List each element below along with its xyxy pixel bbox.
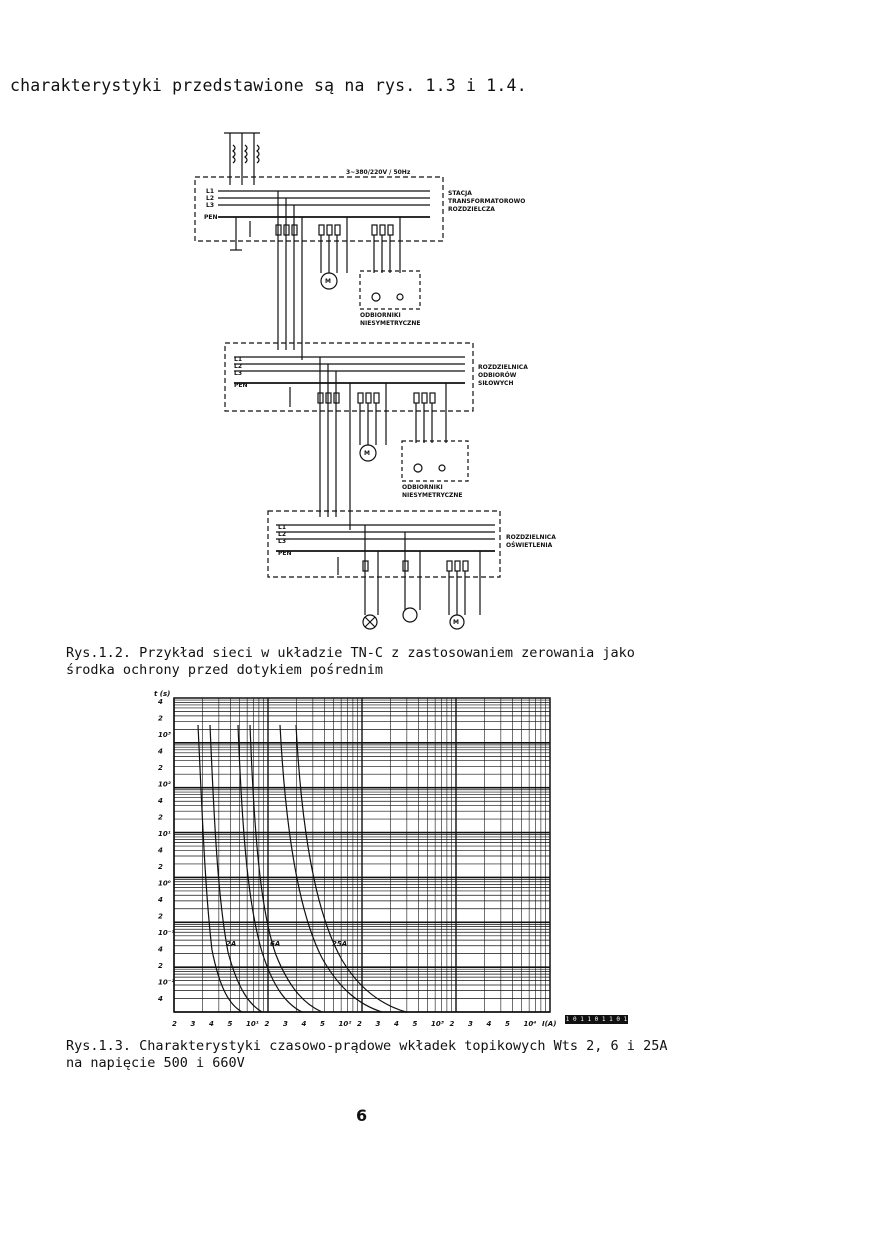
x-tick-label: 2: [357, 1020, 362, 1028]
y-tick-label: 2: [158, 764, 163, 772]
power-board-label-2: ODBIORÓW: [478, 372, 517, 379]
figure1-caption: Rys.1.2. Przykład sieci w układzie TN-C …: [66, 645, 635, 679]
fuse-curve: [249, 724, 323, 1013]
x-tick-label: 3: [191, 1020, 196, 1028]
bus-label-l2: L2: [206, 195, 214, 202]
power-board-label-3: SIŁOWYCH: [478, 380, 513, 387]
y-tick-label: 4: [158, 797, 163, 805]
page-number: 6: [356, 1106, 368, 1125]
y-tick-label: 10⁻²: [158, 979, 175, 987]
y-tick-label: 4: [158, 896, 163, 904]
y-tick-label: 4: [158, 847, 163, 855]
x-tick-label: 2: [450, 1020, 455, 1028]
time-current-chart: 4 2 10³ 4 2 10² 4 2 10¹ 4 2 10⁰ 4 2 10⁻¹ 4 2 10⁻² 4 2 3 4 5 10¹…: [154, 690, 556, 1028]
bus2-label-l3: L3: [234, 370, 242, 377]
intro-text: charakterystyki przedstawione są na rys.…: [10, 76, 527, 95]
bus-label-l1: L1: [206, 188, 214, 195]
y-tick-label: 2: [158, 962, 163, 970]
station-label-2: TRANSFORMATOROWO: [448, 198, 525, 205]
asym-label-2a: ODBIORNIKI: [402, 484, 443, 491]
figure2-caption: Rys.1.3. Charakterystyki czasowo-prądowe…: [66, 1038, 667, 1072]
y-tick-label: 2: [158, 715, 163, 723]
y-tick-label: 4: [158, 995, 163, 1003]
station-label-3: ROZDZIELCZA: [448, 206, 495, 213]
x-tick-label: 3: [376, 1020, 381, 1028]
bus3-label-l2: L2: [278, 531, 286, 538]
fuse-curve: [295, 724, 407, 1013]
figure1-caption-line1: Rys.1.2. Przykład sieci w układzie TN-C …: [66, 645, 635, 661]
motor-label-2: M: [364, 450, 370, 457]
station-label-1: STACJA: [448, 190, 472, 197]
asym-label-2b: NIESYMETRYCZNE: [402, 492, 462, 499]
y-tick-label: 10³: [158, 731, 171, 739]
curve-label: 6A: [270, 940, 280, 948]
x-tick-label: 2: [172, 1020, 177, 1028]
y-tick-label: 2: [158, 913, 163, 921]
y-tick-label: 10⁻¹: [158, 929, 175, 937]
x-tick-label: 10⁴: [524, 1020, 537, 1028]
x-tick-label: 4: [209, 1020, 214, 1028]
x-tick-label: 5: [413, 1020, 418, 1028]
y-tick-label: 10¹: [158, 830, 171, 838]
bus-label-l3: L3: [206, 202, 214, 209]
y-tick-label: 4: [158, 698, 163, 706]
light-board-label-1: ROZDZIELNICA: [506, 534, 556, 541]
bus2-label-l1: L1: [234, 356, 242, 363]
x-tick-label: 10²: [339, 1020, 353, 1028]
light-board-label-2: OŚWIETLENIA: [506, 542, 553, 549]
y-tick-label: 10²: [158, 781, 172, 789]
curve-label: 25A: [332, 940, 347, 948]
x-tick-label: 3: [468, 1020, 473, 1028]
x-tick-label: 4: [394, 1020, 399, 1028]
x-tick-label: 4: [302, 1020, 307, 1028]
x-tick-label: I(A): [542, 1020, 556, 1028]
motor-label-1: M: [325, 278, 331, 285]
asym-label-1b: NIESYMETRYCZNE: [360, 320, 420, 327]
bus3-label-l1: L1: [278, 524, 286, 531]
y-unit-label: t (s): [154, 690, 170, 698]
x-tick-label: 5: [228, 1020, 233, 1028]
x-tick-label: 5: [320, 1020, 325, 1028]
y-tick-label: 4: [158, 946, 163, 954]
bus3-label-l3: L3: [278, 538, 286, 545]
fuse-curve: [279, 724, 383, 1013]
y-tick-label: 4: [158, 748, 163, 756]
x-tick-label: 5: [505, 1020, 510, 1028]
fuse-curve: [197, 724, 243, 1013]
bus3-label-pen: PEN: [278, 550, 292, 557]
x-tick-label: 10¹: [246, 1020, 259, 1028]
bus2-label-pen: PEN: [234, 382, 248, 389]
figure2-caption-line2: na napięcie 500 i 660V: [66, 1055, 245, 1071]
y-tick-label: 10⁰: [158, 880, 171, 888]
x-tick-label: 3: [283, 1020, 288, 1028]
y-tick-label: 2: [158, 814, 163, 822]
motor-label-3: M: [453, 619, 459, 626]
power-board-label-1: ROZDZIELNICA: [478, 364, 528, 371]
x-tick-label: 10³: [431, 1020, 444, 1028]
fuse-curve: [237, 724, 303, 1013]
stamp: 1 0 1 1 0 1 1 0 1: [565, 1015, 628, 1024]
bus-label-pen: PEN: [204, 214, 218, 221]
asym-label-1a: ODBIORNIKI: [360, 312, 401, 319]
tn-c-network-diagram: 3~380/220V / 50Hz L1 L2 L3 PEN STACJA TR…: [194, 132, 556, 630]
fuse-curve: [209, 724, 263, 1013]
figure2-caption-line1: Rys.1.3. Charakterystyki czasowo-prądowe…: [66, 1038, 668, 1054]
y-tick-label: 2: [158, 863, 163, 871]
supply-label: 3~380/220V / 50Hz: [346, 169, 411, 176]
curve-label: 2A: [226, 940, 236, 948]
x-tick-label: 4: [487, 1020, 492, 1028]
bus2-label-l2: L2: [234, 363, 242, 370]
x-tick-label: 2: [265, 1020, 270, 1028]
figure1-caption-line2: środka ochrony przed dotykiem pośrednim: [66, 662, 383, 678]
